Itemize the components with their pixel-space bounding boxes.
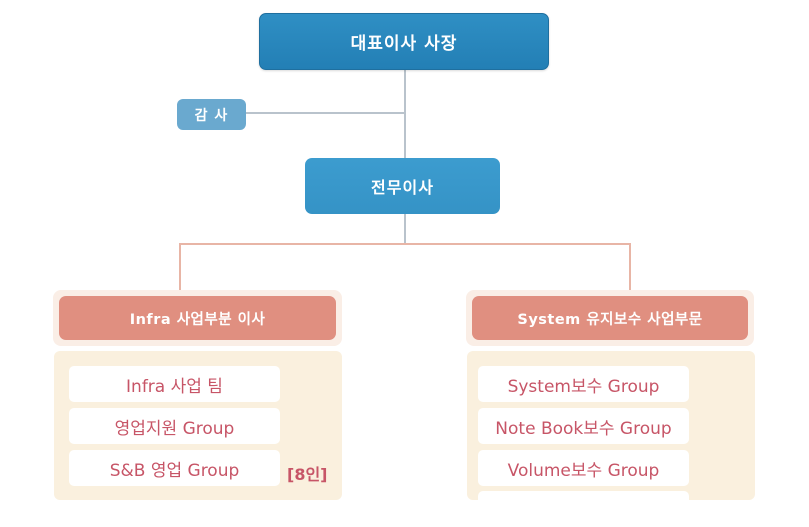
team-item: Volume보수 Group [478,450,689,486]
team-item: S&B 영업 Group [69,450,280,486]
headcount-label: [8인] [287,465,328,484]
team-item: 영업지원 Group [69,408,280,444]
team-item: System보수 Group [478,366,689,402]
team-label: System보수 Group [507,376,660,397]
connector-auditor [246,112,404,114]
infra-division-label: Infra 사업부분 이사 [129,311,266,328]
team-label: Volume보수 Group [507,460,660,481]
ceo-node: 대표이사 사장 [259,13,549,70]
infra-division-header: Infra 사업부분 이사 [59,296,336,340]
system-division-header: System 유지보수 사업부문 [472,296,748,340]
ceo-label: 대표이사 사장 [350,34,458,54]
team-label: S&B 영업 Group [109,460,240,481]
team-label: Note Book보수 Group [495,418,672,439]
connector-divisions [179,243,630,245]
executive-label: 전무이사 [371,178,434,197]
team-label: Infra 사업 팀 [126,376,223,397]
connector-exec-down [404,214,406,244]
team-item: Note Book보수 Group [478,408,689,444]
team-item-partial [478,491,689,527]
connector-ceo-exec [404,68,406,158]
auditor-label: 감 사 [194,107,229,124]
connector-left-division [179,243,181,291]
connector-right-division [629,243,631,291]
executive-node: 전무이사 [305,158,500,214]
auditor-node: 감 사 [177,99,246,130]
system-division-label: System 유지보수 사업부문 [517,311,703,328]
team-item: Infra 사업 팀 [69,366,280,402]
team-label: 영업지원 Group [114,418,235,439]
